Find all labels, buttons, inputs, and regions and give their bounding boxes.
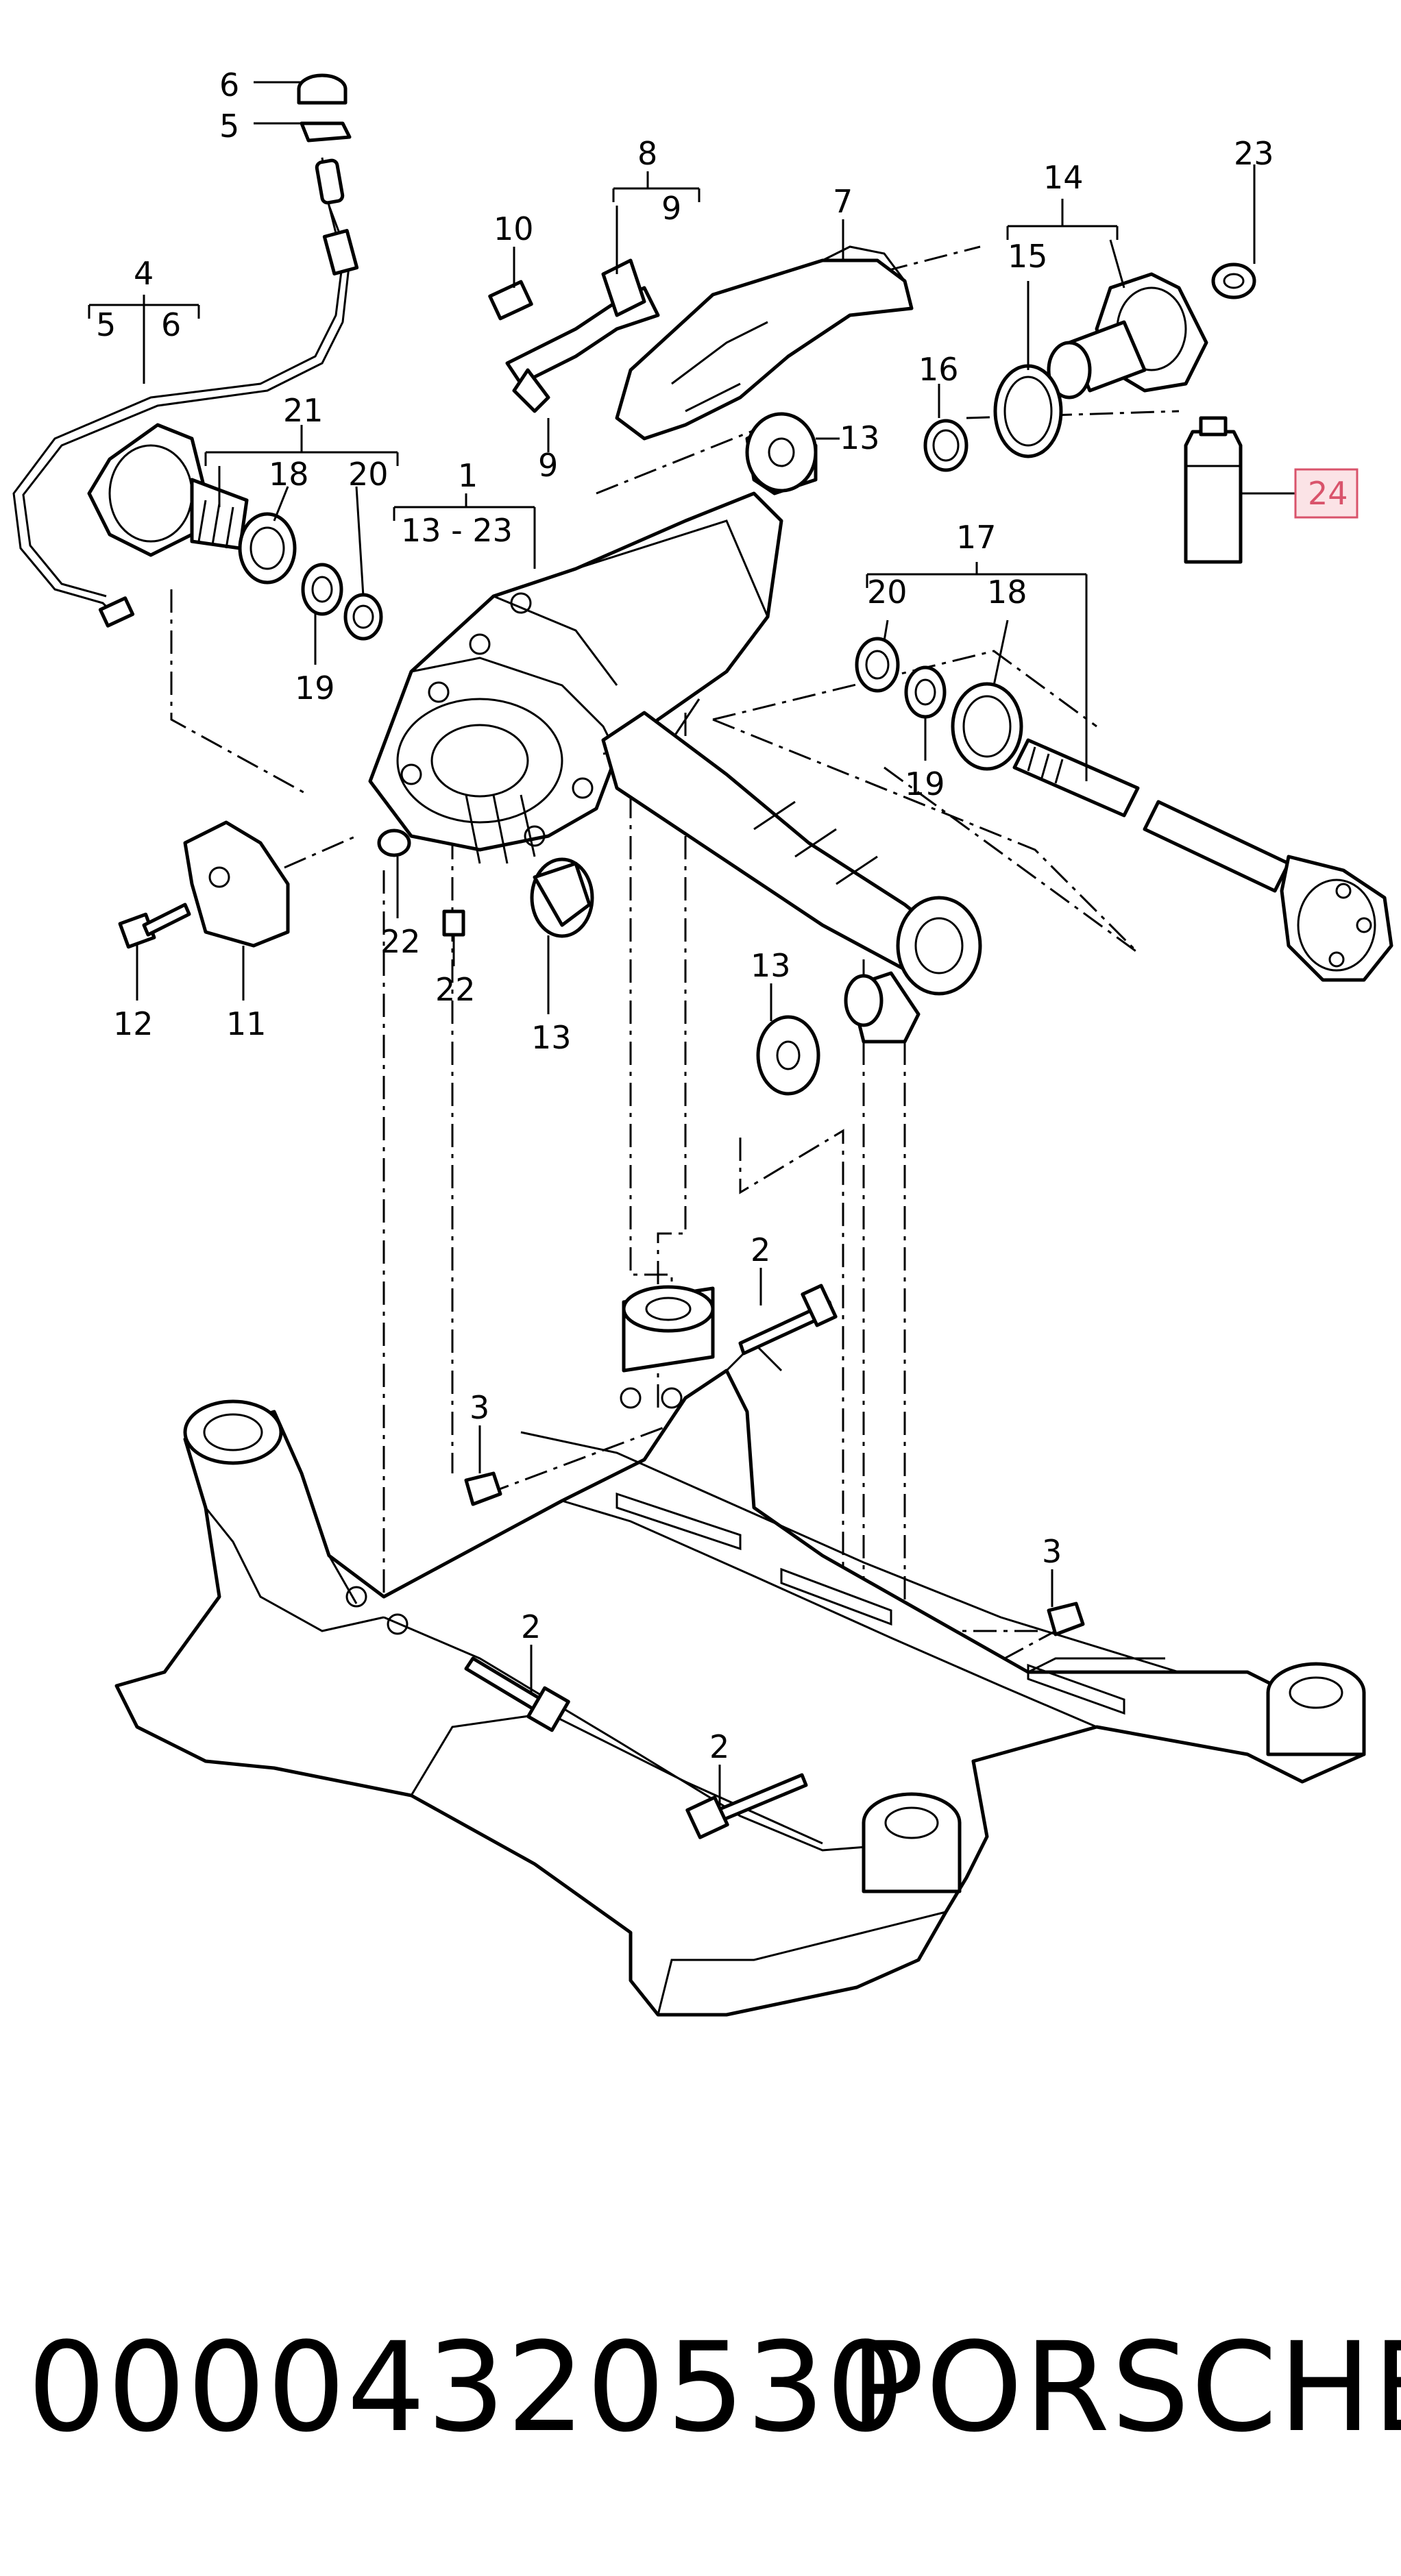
callout-2-top: 2 (751, 1231, 770, 1268)
callout-2-bottom: 2 (709, 1728, 729, 1765)
callout-20: 20 (348, 456, 389, 493)
callout-22-lower: 22 (435, 971, 476, 1008)
callout-18-right: 18 (987, 574, 1027, 611)
callout-19-right: 19 (905, 765, 945, 802)
callout-23: 23 (1234, 135, 1274, 172)
highlight-box-24 (1294, 468, 1359, 519)
callout-8-sub-9: 9 (661, 190, 681, 227)
callout-4-sub-5: 5 (96, 306, 116, 343)
oil-bottle (1184, 416, 1243, 564)
callout-2-mid: 2 (521, 1608, 541, 1645)
lower-left-parts (118, 820, 921, 1096)
callout-17: 17 (956, 519, 997, 556)
callout-11: 11 (226, 1005, 267, 1042)
subframe-bolts (464, 1284, 1085, 1839)
callout-1: 1 (458, 457, 478, 494)
callout-15: 15 (1008, 238, 1048, 275)
sensor-cable (12, 73, 359, 628)
callout-4: 4 (134, 255, 154, 292)
brand-name: PORSCHE (850, 2316, 1401, 2460)
left-output-flange (87, 423, 383, 641)
callout-13: 13 (840, 419, 880, 456)
bracket-and-shield (488, 245, 914, 441)
callout-13-lower-right: 13 (751, 947, 791, 984)
callout-20-right: 20 (867, 574, 907, 611)
right-output-shaft (855, 637, 1393, 982)
rear-subframe (114, 1285, 1366, 2017)
callout-5: 5 (219, 108, 239, 145)
callout-9: 9 (538, 447, 558, 484)
final-drive-housing (368, 491, 982, 996)
callout-4-sub-6: 6 (161, 306, 181, 343)
callout-10: 10 (494, 210, 534, 247)
footer: 00004320530 PORSCHE (0, 2299, 1401, 2477)
callout-22: 22 (380, 923, 421, 960)
callout-3-right: 3 (1042, 1533, 1062, 1570)
callout-8: 8 (637, 135, 657, 172)
callout-6: 6 (219, 66, 239, 103)
callout-18: 18 (269, 456, 309, 493)
leader-lines (88, 81, 1295, 1806)
callout-24: 24 (1308, 475, 1348, 512)
callout-3-left: 3 (470, 1389, 489, 1426)
callout-labels: 6 5 4 5 6 8 9 7 10 9 14 15 23 16 13 21 1… (96, 66, 1359, 1765)
callout-7: 7 (833, 183, 853, 220)
callout-1-range: 13 - 23 (401, 512, 513, 549)
callout-19: 19 (295, 670, 335, 707)
right-side-parts (745, 262, 1256, 495)
callout-21: 21 (283, 392, 324, 429)
callout-16: 16 (918, 351, 959, 388)
callout-13-lower-left: 13 (531, 1019, 572, 1056)
part-number: 00004320530 (27, 2316, 906, 2460)
callout-12: 12 (113, 1005, 154, 1042)
callout-14: 14 (1043, 159, 1084, 196)
